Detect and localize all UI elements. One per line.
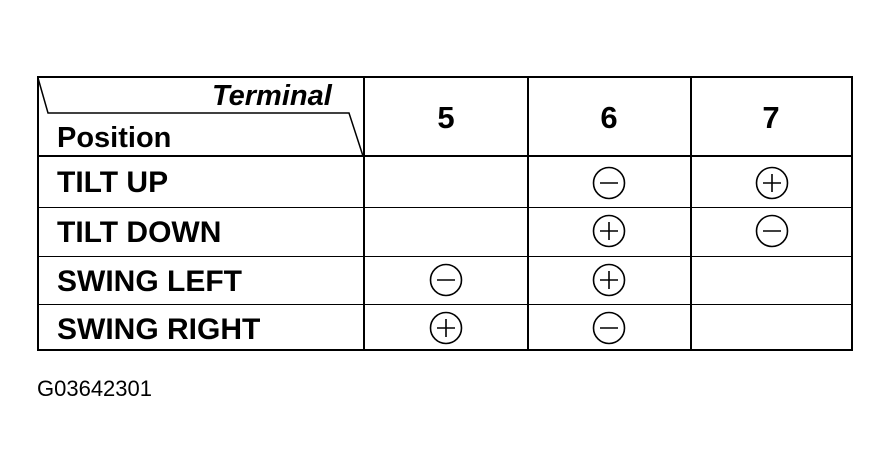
row-label-swing-left: SWING LEFT [57,265,242,298]
minus-circle-icon [592,166,626,200]
figure-code: G03642301 [37,376,152,401]
divider-col-6-7 [690,76,692,351]
table-frame [37,76,853,351]
row-label-tilt-up: TILT UP [57,166,169,199]
column-header-5: 5 [437,100,455,135]
header-divider [37,155,853,157]
column-header-7: 7 [762,100,780,135]
row-divider-2 [37,256,853,257]
plus-circle-icon [755,166,789,200]
minus-circle-icon [755,214,789,248]
plus-circle-icon [592,214,626,248]
row-divider-1 [37,207,853,208]
position-header-label: Position [57,122,172,154]
plus-circle-icon [592,263,626,297]
row-divider-3 [37,304,853,305]
terminal-header-label: Terminal [212,80,332,112]
column-header-6: 6 [600,100,618,135]
plus-circle-icon [429,311,463,345]
minus-circle-icon [429,263,463,297]
minus-circle-icon [592,311,626,345]
divider-col-5-6 [527,76,529,351]
divider-position-col [363,76,365,351]
row-label-swing-right: SWING RIGHT [57,313,261,346]
row-label-tilt-down: TILT DOWN [57,216,222,249]
